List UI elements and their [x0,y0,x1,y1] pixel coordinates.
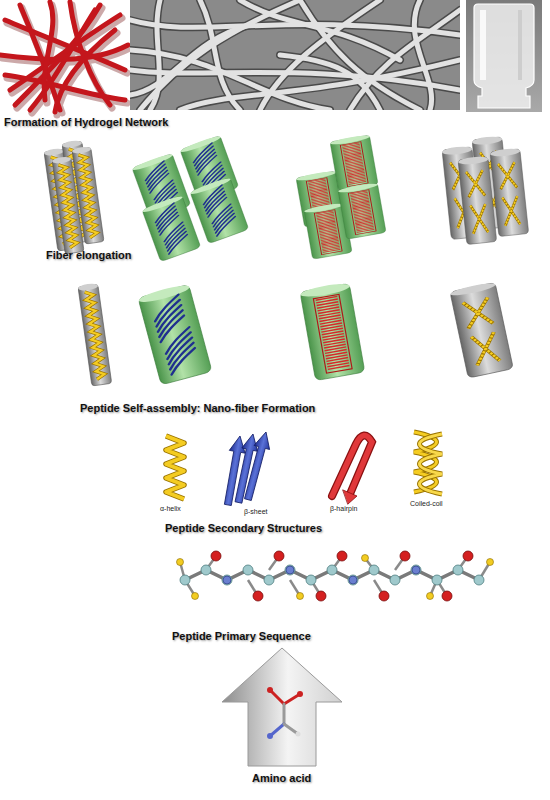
stage-label: Peptide Primary Sequence [172,630,311,642]
vial-photo [466,0,542,112]
coiled-coil [414,432,442,494]
structure-label: β-hairpin [330,505,357,513]
fiber-bundles [44,134,529,262]
stage-label: Formation of Hydrogel Network [4,116,168,128]
stage-label: Peptide Secondary Structures [165,522,322,534]
stage-label: Amino acid [252,772,311,784]
single-fibers [78,281,513,386]
beta-sheet [220,430,274,506]
structure-label: β-sheet [244,508,267,516]
stage-label: Peptide Self-assembly: Nano-fiber Format… [80,402,315,414]
structure-label: α-helix [160,505,181,513]
fiber-network [0,2,130,115]
up-arrow [222,648,342,766]
sem-image [130,0,460,110]
alpha-helix [166,436,184,499]
structure-label: Coiled-coil [410,500,443,508]
amino-acid-molecule [267,687,303,739]
beta-hairpin [332,435,372,504]
peptide-chain [177,551,494,601]
stage-label: Fiber elongation [46,249,132,261]
